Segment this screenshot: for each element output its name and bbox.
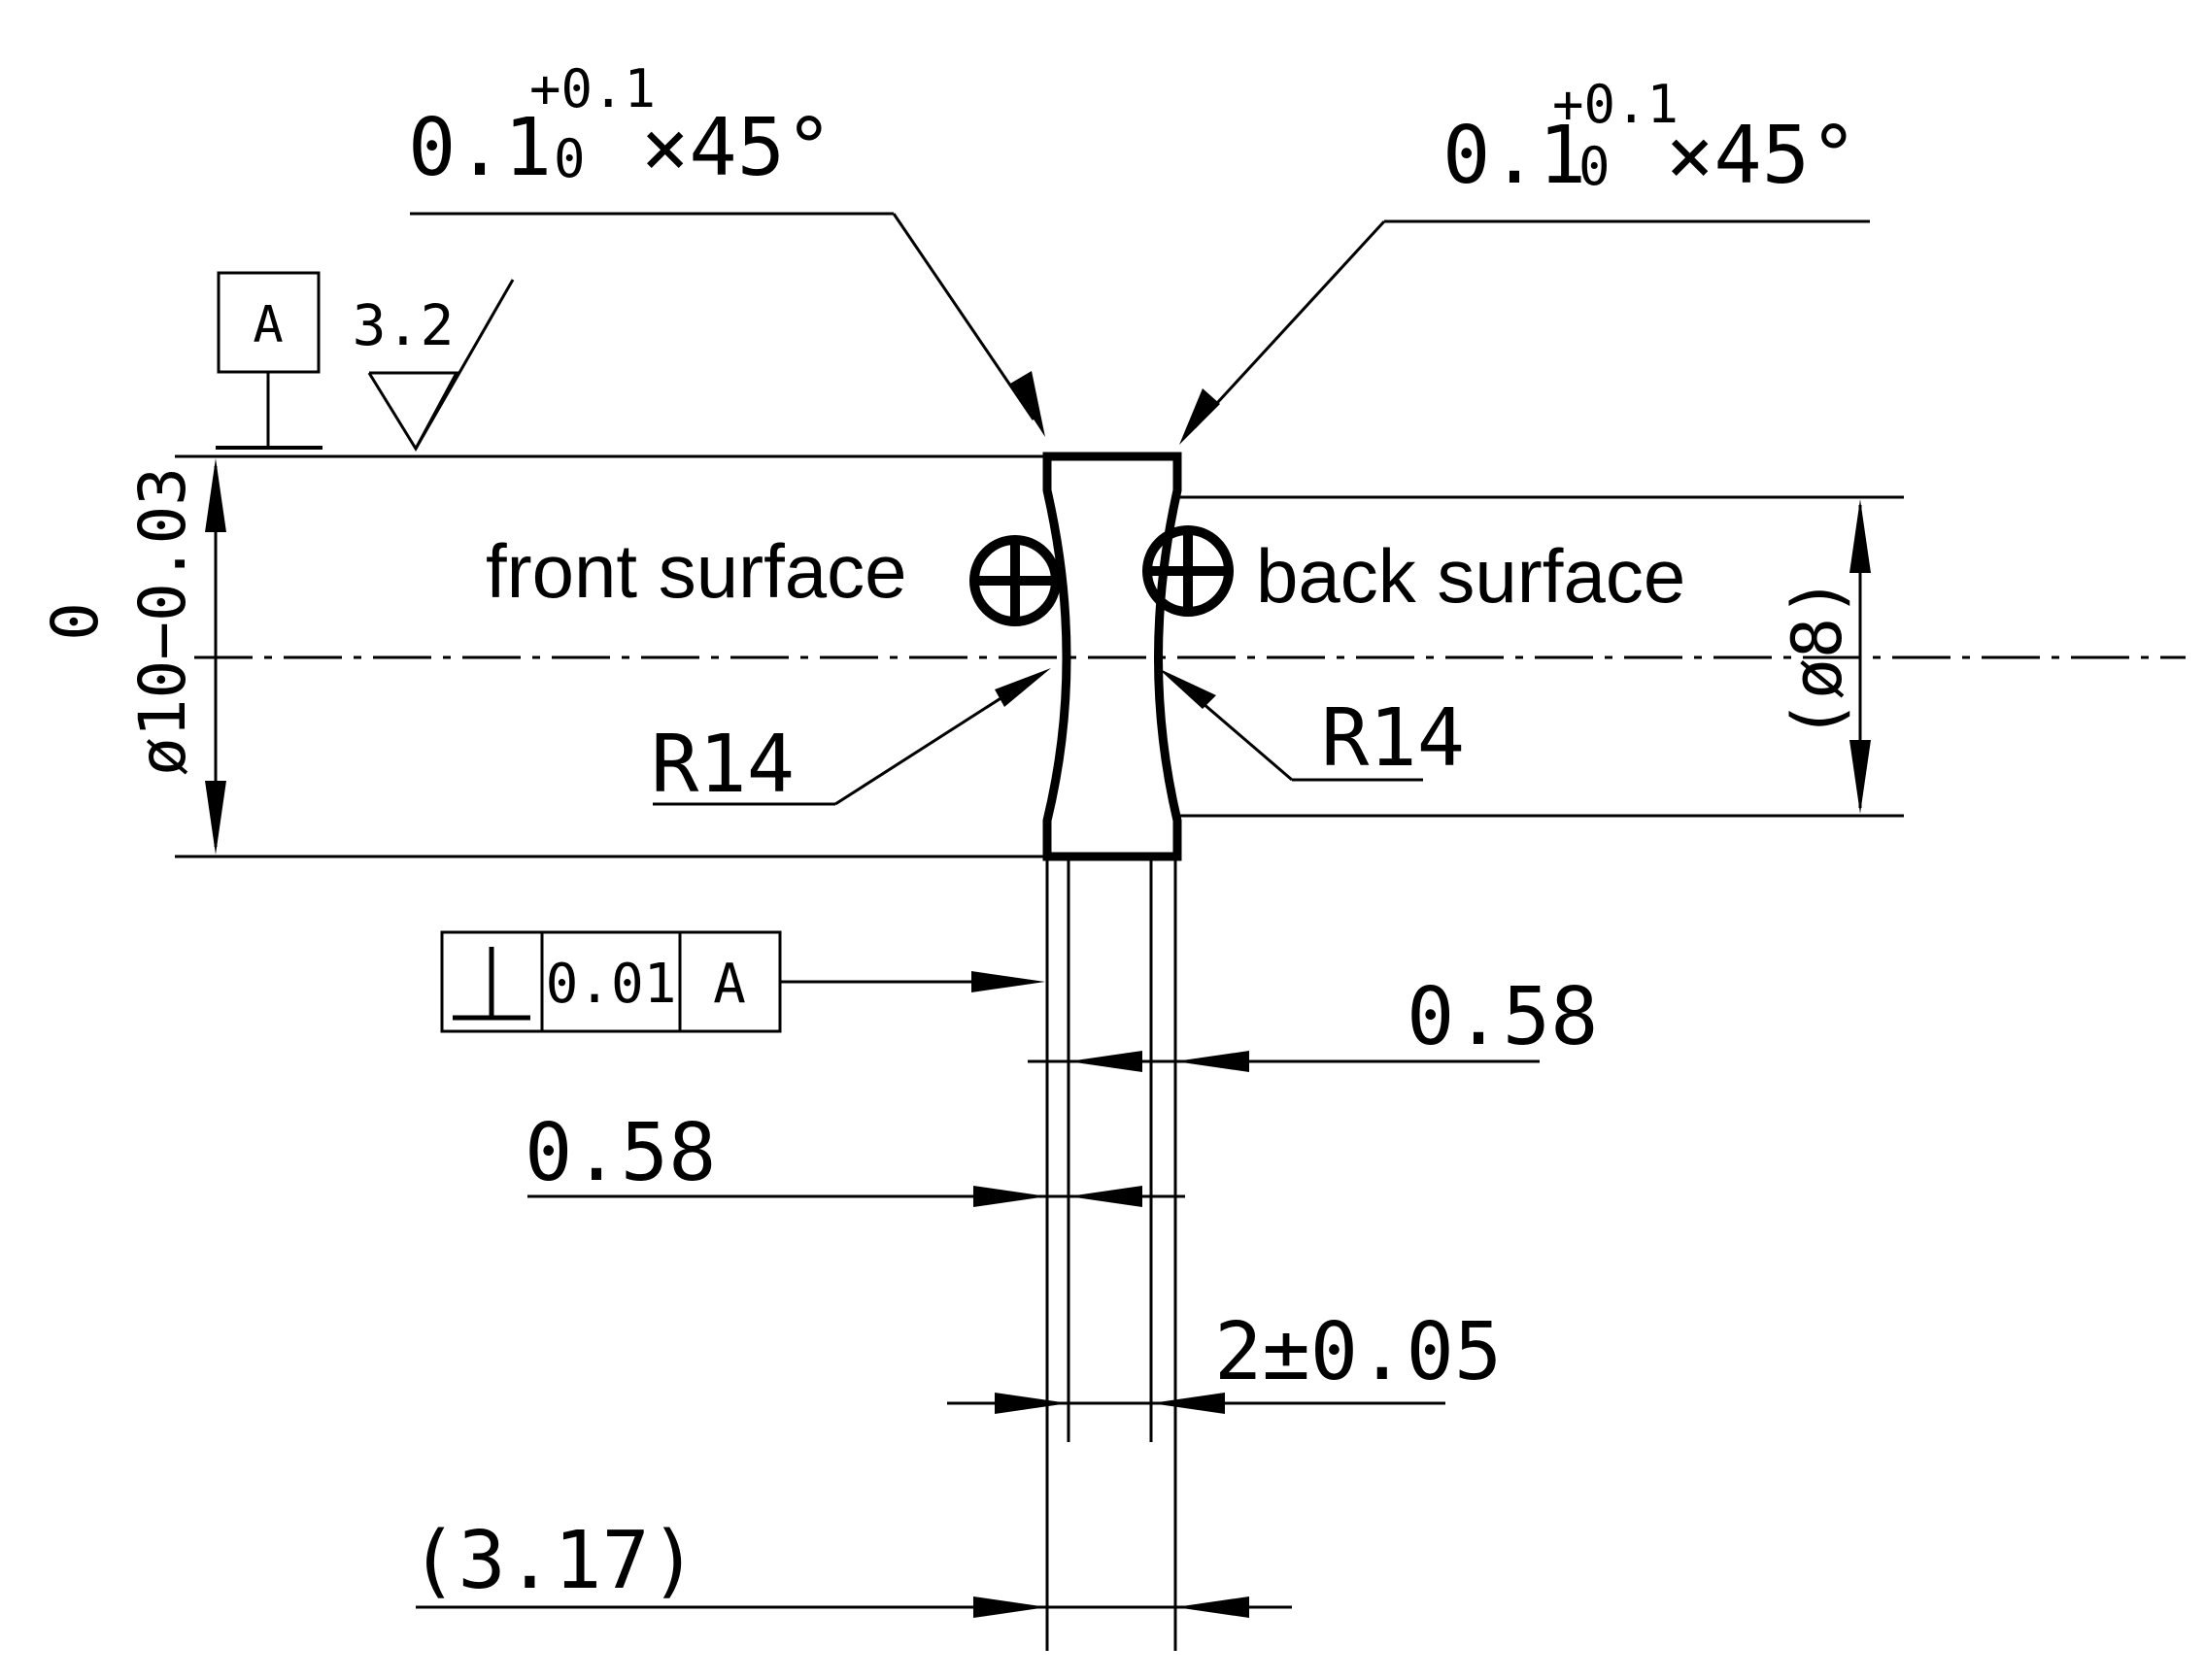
chamfer-right-upper-tol: +0.1 — [1552, 74, 1679, 135]
perpendicularity-tolerance: 0.01 — [546, 953, 677, 1016]
chamfer-left-lower-tol: 0 — [554, 128, 586, 189]
inner-diameter-dimension: (ø8) — [1778, 499, 1871, 814]
lens-profile — [1042, 452, 1182, 861]
chamfer-left-base: 0.1 — [408, 102, 552, 194]
radius-left-callout: R14 — [651, 668, 1051, 811]
radius-left-label: R14 — [651, 719, 795, 811]
front-surface-label: front surface — [486, 528, 907, 614]
front-surface-marker-icon — [969, 535, 1061, 626]
inner-diameter-label: (ø8) — [1778, 577, 1857, 741]
dim-center-thickness-label: 2±0.05 — [1214, 1306, 1502, 1398]
chamfer-right-angle: ×45° — [1666, 110, 1857, 202]
chamfer-left-callout: 0.1 +0.1 0 ×45° — [408, 58, 1045, 437]
chamfer-left-angle: ×45° — [641, 102, 832, 194]
outer-diameter-main: ø10−0.03 — [125, 467, 200, 776]
datum-letter: A — [253, 296, 283, 354]
roughness-value: 3.2 — [353, 292, 455, 358]
surface-roughness-symbol: 3.2 — [353, 279, 515, 453]
radius-right-label: R14 — [1321, 692, 1465, 785]
dim-overall-thickness: (3.17) — [410, 1515, 1292, 1618]
dim-overall-thickness-label: (3.17) — [410, 1515, 697, 1607]
chamfer-right-lower-tol: 0 — [1578, 136, 1611, 197]
perpendicular-icon — [453, 947, 530, 1021]
radius-right-callout: R14 — [1158, 668, 1465, 785]
back-surface-marker-icon — [1142, 525, 1234, 617]
datum-a-symbol: A — [216, 271, 322, 450]
perpendicularity-datum: A — [713, 953, 746, 1016]
chamfer-right-base: 0.1 — [1442, 110, 1586, 202]
chamfer-left-upper-tol: +0.1 — [529, 58, 656, 119]
dim-thickness-right-label: 0.58 — [1407, 971, 1598, 1063]
chamfer-right-callout: 0.1 +0.1 0 ×45° — [1179, 74, 1870, 445]
outer-diameter-dimension: ø10−0.03 0 — [38, 458, 226, 855]
perpendicularity-frame: 0.01 A — [440, 930, 1045, 1033]
dim-center-thickness: 2±0.05 — [947, 1306, 1502, 1414]
lens-outline — [1042, 452, 1182, 861]
dim-thickness-left: 0.58 — [525, 1107, 1185, 1207]
outer-diameter-tolerance: 0 — [38, 602, 113, 641]
dim-thickness-left-label: 0.58 — [525, 1107, 716, 1199]
back-surface-label: back surface — [1256, 533, 1685, 619]
dim-thickness-right: 0.58 — [1028, 971, 1598, 1072]
